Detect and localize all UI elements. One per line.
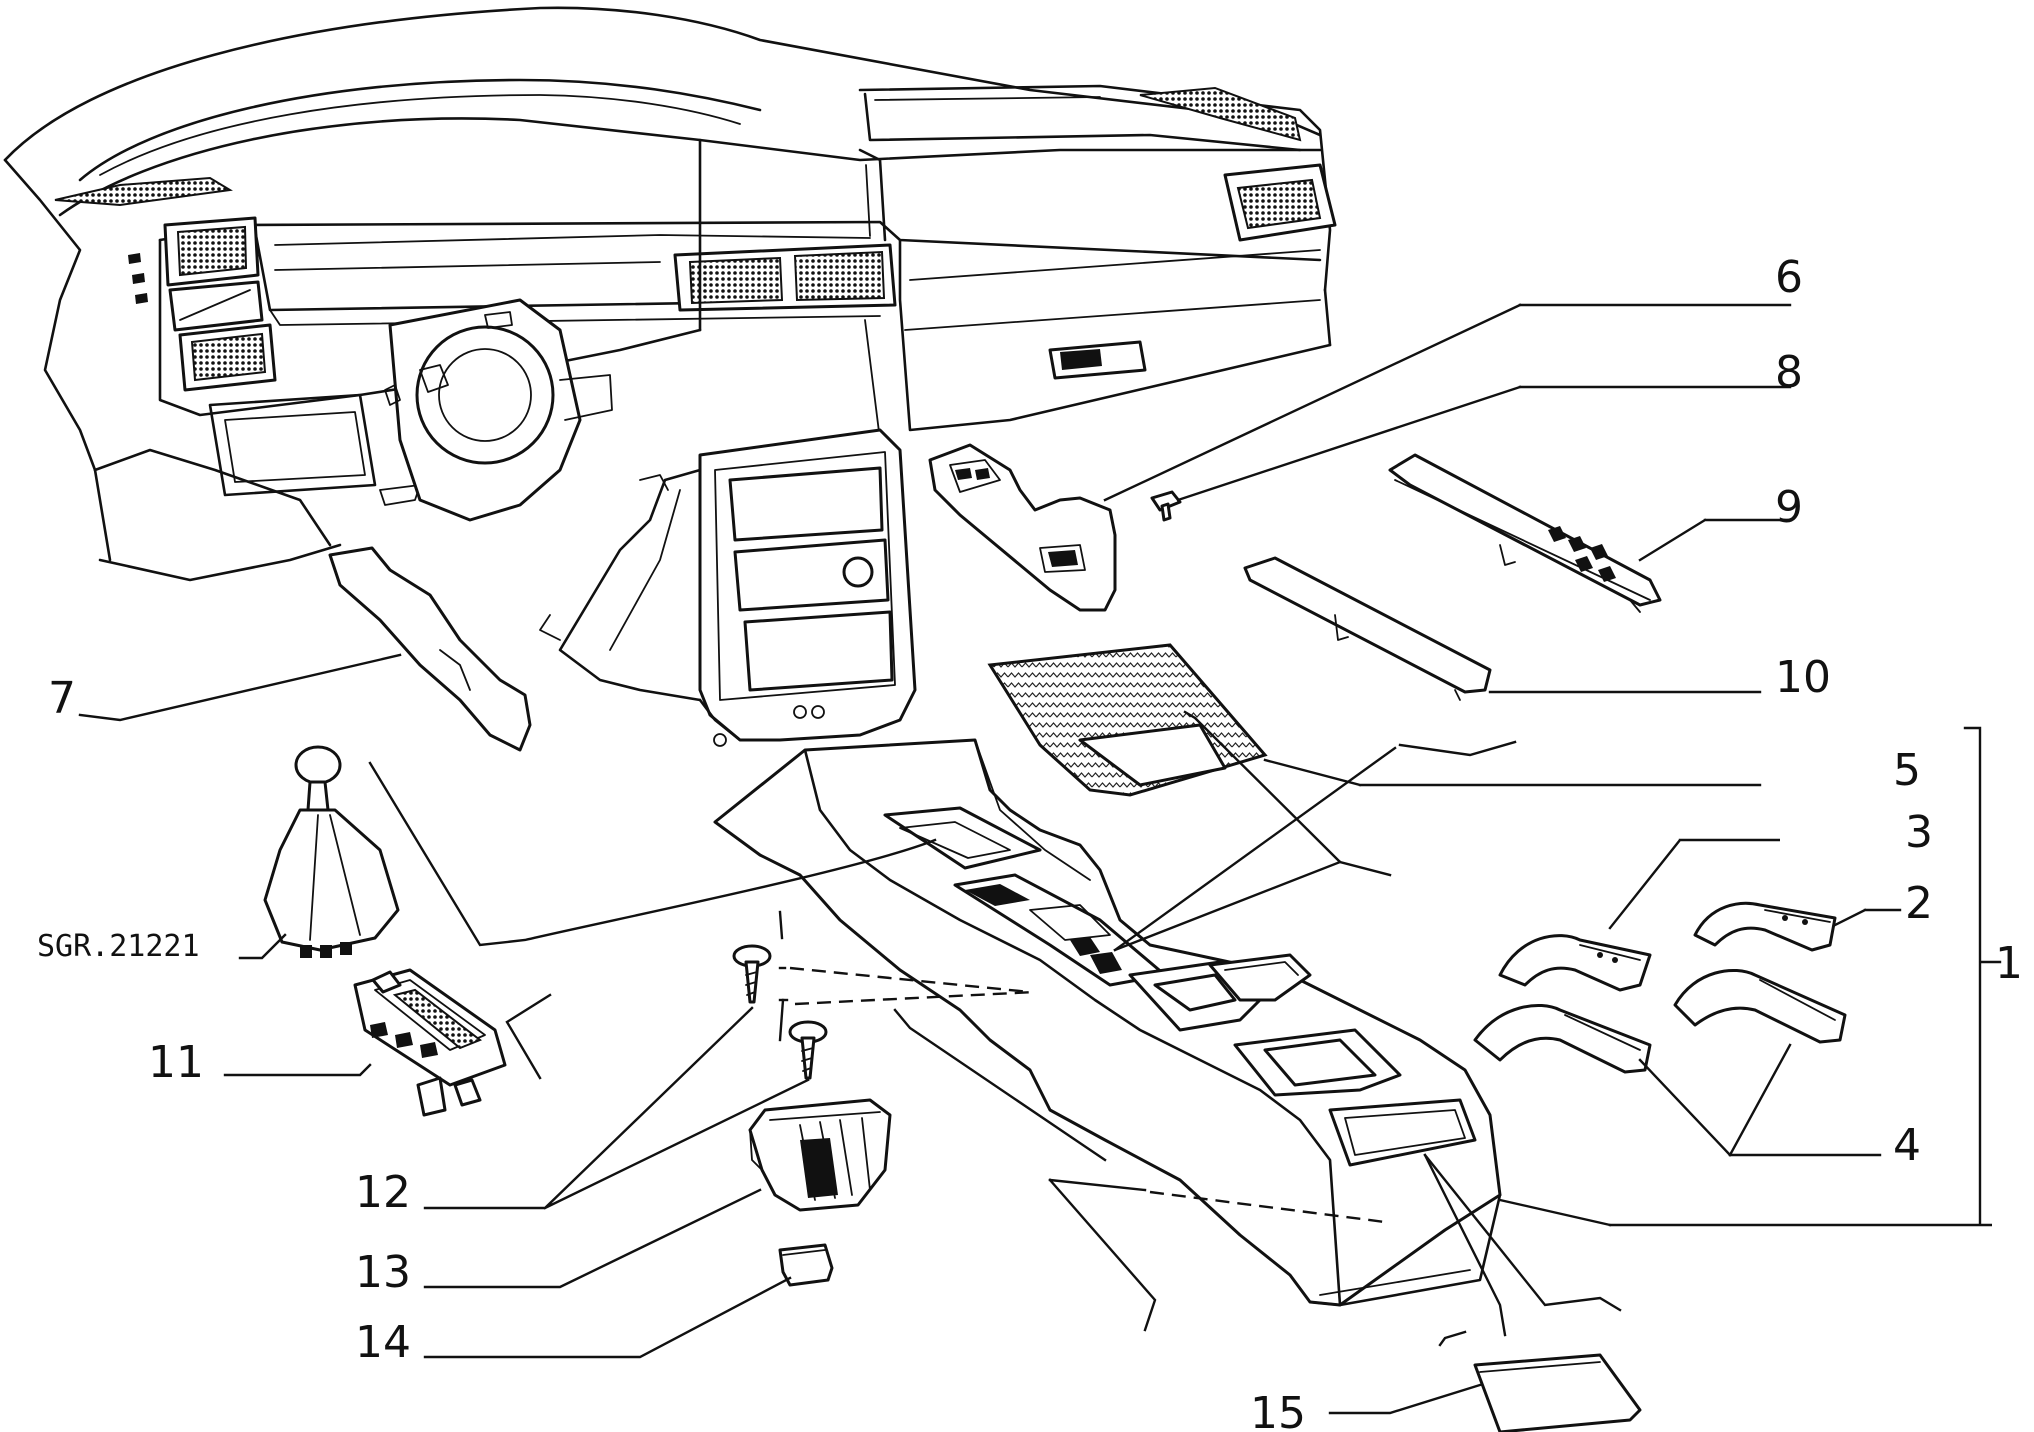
- part-11-gear-plate: [353, 968, 507, 1117]
- callout-12: 12: [355, 1167, 411, 1218]
- leader-2: [1833, 908, 1902, 927]
- part-4-bracket-front: [1473, 1003, 1652, 1074]
- part-2-bracket: [1693, 901, 1837, 952]
- center-air-vents: [673, 243, 897, 312]
- right-speaker-grille: [1139, 86, 1302, 142]
- callout-13: 13: [355, 1247, 411, 1298]
- callout-leaders: [78, 303, 2002, 1415]
- part-4-bracket-rear: [1673, 968, 1847, 1044]
- callout-6: 6: [1775, 252, 1803, 303]
- part-5-console-mat: [987, 643, 1268, 797]
- part-6-switch-panel: [928, 443, 1117, 612]
- leader-13: [423, 1188, 762, 1289]
- sgr-code-label: SGR.21221: [37, 929, 200, 964]
- part-15-lid: [1473, 1353, 1642, 1432]
- leader-5: [1263, 758, 1762, 787]
- leader-12: [423, 1006, 810, 1210]
- callout-labels: 1 2 3 4 5 6 7 8 9 10 11 12 13 14 15 SGR.…: [37, 252, 2023, 1432]
- part-12-screw-upper: [732, 944, 772, 1004]
- callout-7: 7: [48, 673, 76, 724]
- right-air-vent: [1223, 163, 1337, 242]
- steering-column-cowl: [384, 298, 613, 522]
- callout-4: 4: [1893, 1120, 1921, 1171]
- part-10-trim-strip: [1243, 556, 1492, 701]
- leader-9: [1638, 518, 1792, 562]
- gear-lever-boot: [263, 745, 400, 958]
- part-7-side-bracket: [328, 546, 532, 752]
- part-1-center-console: [713, 738, 1502, 1307]
- callout-15: 15: [1250, 1388, 1306, 1432]
- callout-8: 8: [1775, 347, 1803, 398]
- callout-10: 10: [1775, 652, 1831, 703]
- part-9-switch-cover: [1388, 453, 1662, 613]
- leader-1: [1608, 726, 2002, 1227]
- left-speaker-grille: [54, 176, 233, 207]
- part-12-screw-lower: [788, 1020, 828, 1080]
- callout-1: 1: [1995, 938, 2023, 989]
- leader-14: [423, 1276, 792, 1359]
- part-8-screw: [1150, 490, 1182, 522]
- callout-5: 5: [1893, 745, 1921, 796]
- leader-sgr: [238, 933, 287, 960]
- callout-14: 14: [355, 1317, 411, 1368]
- part-14-clip: [778, 1243, 834, 1287]
- left-air-vents: [163, 216, 277, 392]
- leader-3: [1608, 838, 1780, 930]
- part-3-bracket: [1498, 934, 1652, 992]
- callout-9: 9: [1775, 482, 1803, 533]
- assembly-guide-lines: [368, 710, 1622, 1347]
- leader-7: [78, 653, 402, 722]
- callout-3: 3: [1905, 807, 1933, 858]
- callout-2: 2: [1905, 878, 1933, 929]
- callout-11: 11: [148, 1037, 204, 1088]
- leader-11: [223, 1063, 372, 1077]
- dashboard: [3, 6, 1337, 582]
- leader-15: [1328, 1383, 1482, 1415]
- center-console-front-panel: [539, 428, 917, 747]
- part-13-switch-housing: [748, 1098, 892, 1212]
